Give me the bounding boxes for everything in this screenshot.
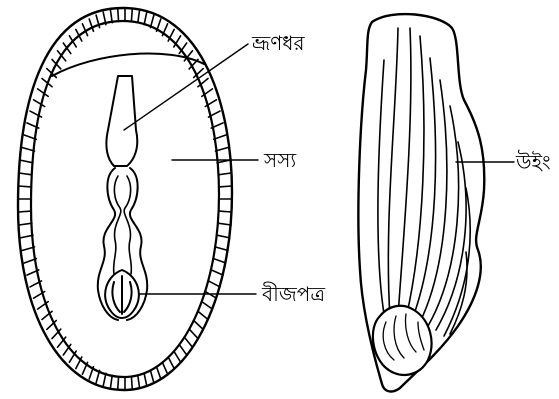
label-embryo: ভ্রূণধর	[251, 31, 306, 55]
hatch-mark	[150, 370, 154, 383]
hatch-mark	[202, 302, 213, 310]
hatch-mark	[110, 10, 112, 23]
hatch-mark	[131, 8, 132, 21]
hatch-mark	[144, 373, 147, 386]
hatch-mark	[118, 377, 119, 390]
hatch-mark	[209, 281, 221, 287]
seed-section	[18, 8, 258, 390]
label-endosperm: সস্য	[263, 148, 297, 172]
hatch-mark	[138, 375, 140, 388]
hatch-mark	[216, 247, 229, 251]
seed-coat-outer	[18, 8, 232, 390]
hatch-mark	[19, 173, 32, 175]
hatch-mark	[217, 235, 230, 238]
hatch-mark	[214, 259, 226, 263]
hatch-mark	[144, 12, 147, 25]
hatch-mark	[157, 367, 161, 379]
hatch-mark	[219, 186, 232, 187]
hatch-mark	[189, 329, 198, 339]
hatch-mark	[162, 362, 167, 374]
hatch-mark	[219, 211, 232, 212]
hatch-mark	[179, 344, 187, 355]
hatch-mark	[18, 211, 31, 212]
hatch-mark	[198, 311, 208, 319]
hatch-mark	[174, 351, 181, 362]
hatch-mark	[18, 186, 31, 187]
wing-veins	[378, 28, 470, 336]
hatch-mark	[131, 377, 132, 390]
label-cotyledon: বীজপত্র	[261, 282, 325, 306]
seed-body	[373, 306, 432, 375]
winged-seed	[358, 14, 514, 391]
hatch-mark	[168, 357, 174, 369]
hatch-mark	[20, 160, 33, 163]
hatch-mark	[19, 223, 32, 225]
embryo-stalk-inner	[114, 176, 132, 274]
hatch-mark	[103, 373, 106, 386]
embryo-body	[106, 76, 137, 166]
hatch-mark	[218, 223, 231, 225]
hatch-mark	[205, 292, 216, 299]
seed-cap-line	[52, 54, 204, 76]
hatch-mark	[211, 270, 223, 275]
hatch-mark	[194, 321, 204, 330]
cotyledon-shape	[105, 270, 139, 318]
seed-coat-inner	[31, 21, 219, 377]
hatch-mark	[218, 173, 231, 175]
label-wing: উইং	[515, 150, 551, 174]
hatch-mark	[184, 337, 192, 347]
hatch-mark	[110, 375, 112, 388]
seed-coat-hatching	[18, 8, 232, 390]
hatch-mark	[138, 10, 140, 23]
hatch-mark	[118, 8, 119, 21]
